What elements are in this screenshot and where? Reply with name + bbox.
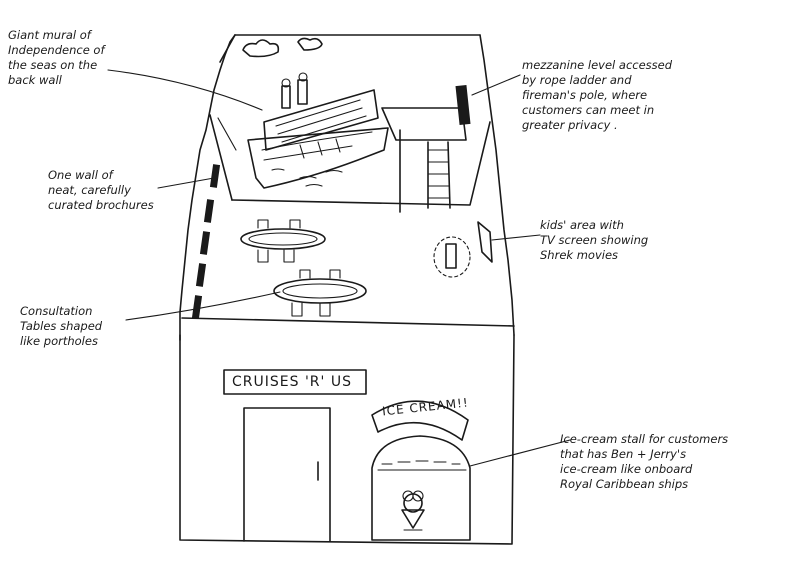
ice-cream-note: Ice-cream stall for customers that has B… — [560, 432, 728, 492]
mezzanine-note: mezzanine level accessed by rope ladder … — [522, 58, 672, 133]
brochure-note: One wall of neat, carefully curated broc… — [48, 168, 154, 213]
consultation-table — [274, 270, 366, 316]
kids-area-note: kids' area with TV screen showing Shrek … — [540, 218, 648, 263]
mural-note: Giant mural of Independence of the seas … — [8, 28, 105, 88]
ice-cream-cone-icon — [402, 491, 424, 530]
ship-mural — [218, 38, 388, 188]
front-door — [244, 408, 330, 541]
consultation-table — [241, 220, 325, 262]
kids-area — [434, 222, 492, 277]
tables-note: Consultation Tables shaped like porthole… — [20, 304, 102, 349]
front-facade — [180, 335, 514, 544]
store-sign: CRUISES 'R' US — [232, 374, 352, 390]
brochure-wall — [192, 165, 219, 319]
cloud-icon — [243, 40, 278, 57]
ice-cream-stall — [372, 436, 470, 540]
tv-screen-icon — [478, 222, 492, 262]
mezzanine — [382, 86, 470, 212]
room-outline — [180, 35, 514, 340]
cloud-icon — [298, 38, 322, 50]
